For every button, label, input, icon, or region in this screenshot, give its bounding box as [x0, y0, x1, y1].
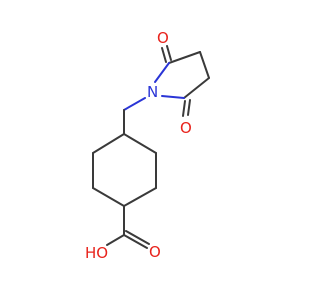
atom-o-carbonyl: O	[149, 243, 161, 261]
bond-c5-o-right-b	[187, 99, 191, 116]
bond-n-ch2	[123, 97, 146, 111]
atom-n: N	[147, 83, 158, 101]
atom-o-right: O	[180, 119, 192, 137]
atom-o-top: O	[157, 29, 169, 47]
atom-hydroxyl: HO	[85, 244, 108, 262]
bond-carboxyl-oh	[106, 234, 125, 246]
bond-c5-o-right-a	[182, 100, 186, 117]
bond-c2-o-top-a	[161, 47, 167, 63]
bond-cy-4-5	[92, 187, 125, 207]
molecule-diagram: N O O O HO	[85, 29, 210, 262]
bond-ring-c5-n	[161, 95, 185, 99]
bond-ring-c4-c5	[183, 77, 210, 99]
bond-carboxyl-o-double-b	[125, 230, 150, 245]
bond-cy-6-1	[92, 133, 125, 154]
bond-ring-c2-c3	[168, 51, 201, 64]
bond-cy-3-4	[123, 187, 157, 207]
bond-cy-1-2	[123, 133, 157, 154]
bond-c2-o-top-b	[166, 45, 172, 61]
bond-ring-n-c2	[154, 62, 170, 83]
bond-ring-c3-c4	[199, 51, 210, 79]
bond-carboxyl-o-double-a	[123, 234, 148, 249]
